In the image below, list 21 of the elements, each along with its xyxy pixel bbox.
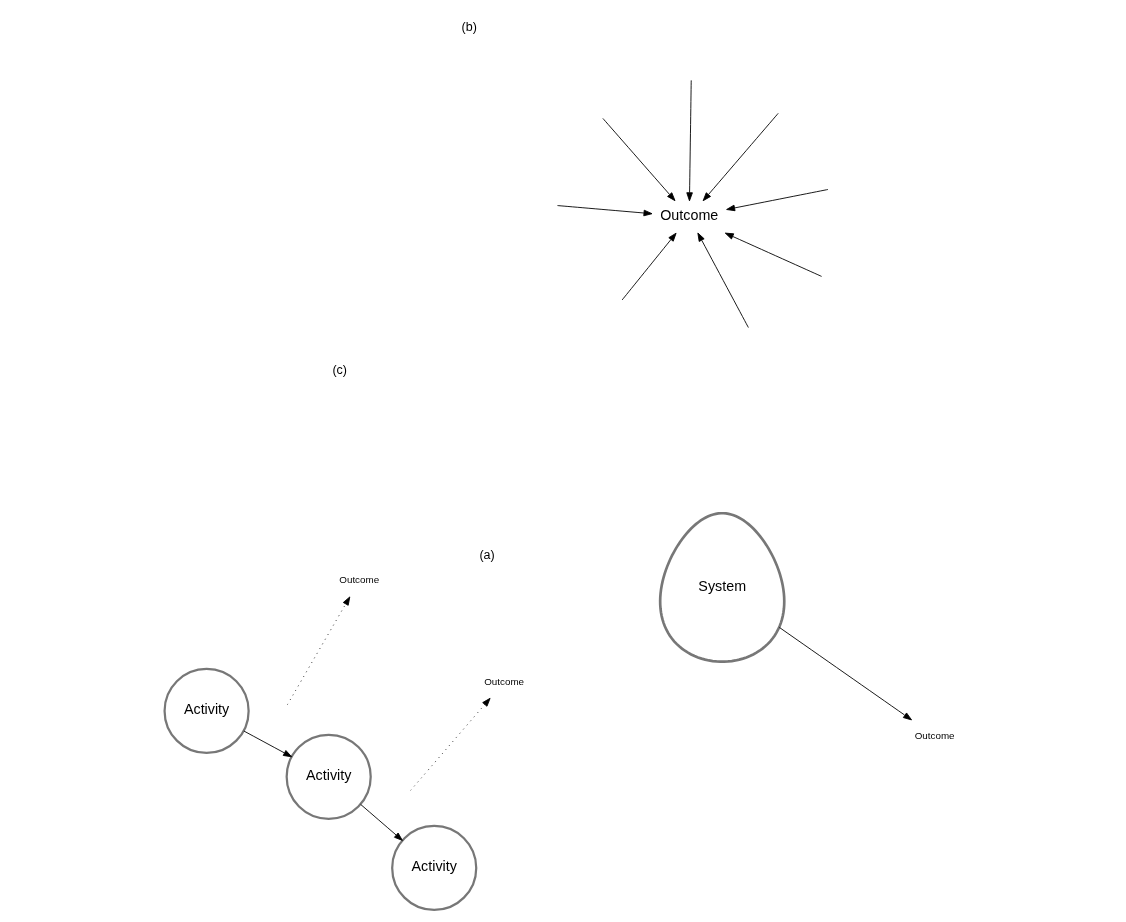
arrow bbox=[778, 627, 912, 721]
arrow bbox=[702, 112, 779, 202]
arrow bbox=[602, 118, 676, 202]
label: (c) bbox=[332, 362, 348, 377]
arrow bbox=[287, 596, 351, 705]
node-circle: Activity bbox=[163, 667, 250, 755]
arrow bbox=[724, 232, 822, 277]
arrow bbox=[697, 232, 749, 328]
arrow bbox=[557, 205, 653, 217]
node-text: Outcome bbox=[484, 675, 525, 687]
label: (a) bbox=[479, 547, 495, 562]
arrow bbox=[621, 232, 677, 301]
node-text: Outcome bbox=[914, 729, 955, 741]
arrow bbox=[686, 79, 693, 202]
arrow bbox=[726, 189, 829, 212]
arrow bbox=[360, 803, 403, 841]
node-text: Outcome bbox=[339, 574, 380, 586]
label: (b) bbox=[461, 20, 477, 35]
arrow bbox=[243, 730, 293, 758]
node-text: Outcome bbox=[660, 207, 719, 224]
node-circle: Activity bbox=[285, 733, 372, 820]
